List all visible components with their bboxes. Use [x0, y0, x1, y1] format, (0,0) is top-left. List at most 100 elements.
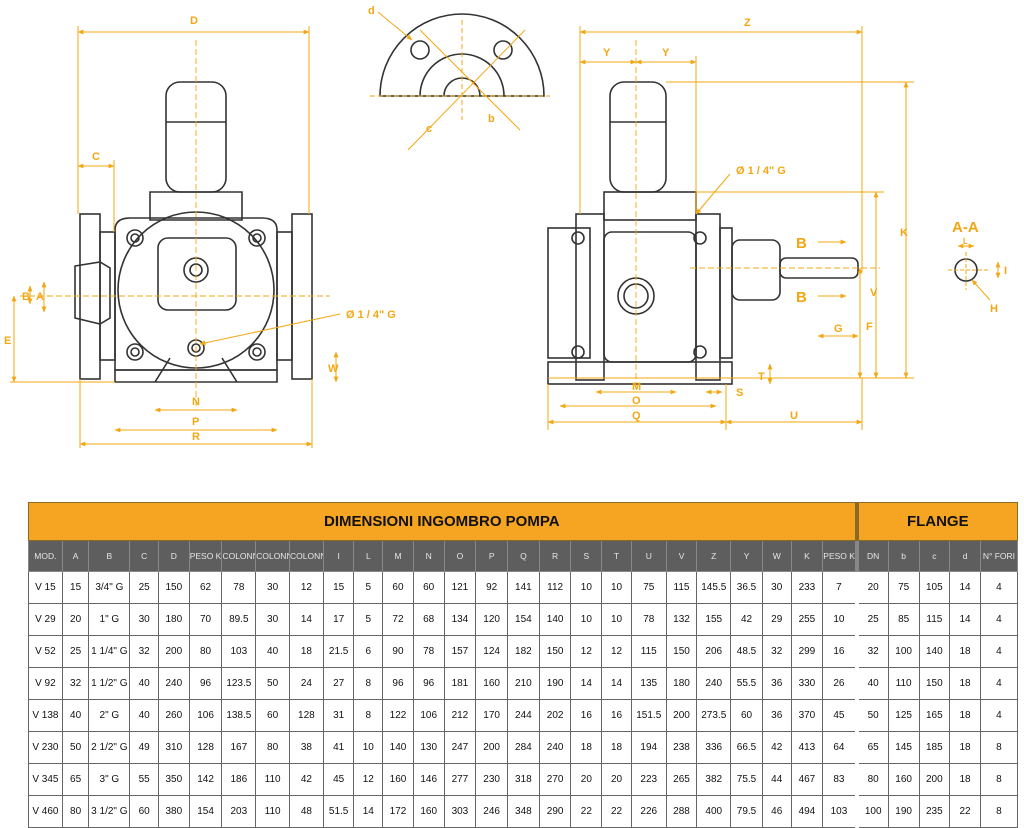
- column-header: COLONN.: [289, 540, 324, 572]
- dim-k-label: K: [900, 227, 908, 239]
- table-cell: 75: [630, 571, 667, 604]
- table-cell: 140: [382, 731, 414, 764]
- dim-a-label: A: [36, 291, 44, 303]
- column-header: B: [88, 540, 131, 572]
- column-header: T: [601, 540, 632, 572]
- table-cell: 310: [157, 731, 190, 764]
- table-cell: 2" G: [88, 699, 131, 732]
- table-cell: 128: [289, 699, 324, 732]
- table-cell: 50: [255, 667, 290, 700]
- front-centerlines: [20, 40, 330, 410]
- table-cell: 66.5: [730, 731, 763, 764]
- table-cell: 330: [790, 667, 824, 700]
- table-cell: 150: [665, 635, 698, 668]
- column-header: M: [382, 540, 414, 572]
- table-cell: 125: [887, 699, 920, 732]
- table-cell: 14: [949, 571, 981, 604]
- table-cell: 40: [129, 699, 159, 732]
- table-cell: 18: [570, 731, 603, 764]
- table-cell: 32: [761, 635, 792, 668]
- table-cell: 135: [630, 667, 667, 700]
- dim-d-label: D: [190, 15, 198, 27]
- table-cell: 32: [129, 635, 159, 668]
- table-cell: V 15: [28, 571, 63, 604]
- table-cell: 120: [475, 603, 509, 636]
- table-cell: 4: [979, 571, 1019, 604]
- table-title: DIMENSIONI INGOMBRO POMPA: [27, 502, 858, 541]
- table-cell: 12: [570, 635, 603, 668]
- table-cell: 26: [822, 667, 858, 700]
- table-cell: 14: [289, 603, 324, 636]
- table-cell: 240: [157, 667, 190, 700]
- column-header: O: [443, 540, 477, 572]
- table-cell: 85: [887, 603, 920, 636]
- table-cell: 72: [382, 603, 414, 636]
- table-cell: 180: [665, 667, 698, 700]
- table-cell: 240: [696, 667, 732, 700]
- table-cell: 22: [601, 795, 632, 828]
- table-cell: 15: [61, 571, 90, 604]
- table-cell: 181: [443, 667, 477, 700]
- column-header: PESO KG: [822, 540, 858, 572]
- table-cell: 115: [918, 603, 951, 636]
- table-cell: 18: [949, 731, 981, 764]
- table-cell: 1 1/4" G: [88, 635, 131, 668]
- table-cell: 78: [221, 571, 257, 604]
- table-cell: 8: [979, 731, 1019, 764]
- table-cell: 64: [822, 731, 858, 764]
- flange-b-label: b: [488, 113, 495, 125]
- table-cell: 80: [61, 795, 90, 828]
- table-cell: 132: [665, 603, 698, 636]
- dim-s-label: S: [736, 387, 743, 399]
- table-cell: 160: [412, 795, 445, 828]
- table-cell: V 460: [28, 795, 63, 828]
- table-cell: 18: [949, 667, 981, 700]
- table-cell: 273.5: [696, 699, 732, 732]
- table-cell: 18: [949, 635, 981, 668]
- table-cell: 494: [790, 795, 824, 828]
- table-cell: 78: [412, 635, 445, 668]
- table-cell: 14: [353, 795, 384, 828]
- table-cell: 202: [538, 699, 572, 732]
- table-cell: 151.5: [630, 699, 667, 732]
- column-header: Z: [696, 540, 732, 572]
- table-cell: 4: [979, 635, 1019, 668]
- column-header: MOD.: [28, 540, 63, 572]
- table-cell: 103: [822, 795, 858, 828]
- column-header: N: [412, 540, 445, 572]
- table-cell: 96: [188, 667, 223, 700]
- table-cell: 90: [382, 635, 414, 668]
- table-cell: 235: [918, 795, 951, 828]
- table-cell: 200: [665, 699, 698, 732]
- table-cell: 172: [382, 795, 414, 828]
- table-cell: 145: [887, 731, 920, 764]
- table-cell: 36.5: [730, 571, 763, 604]
- table-cell: 3/4" G: [88, 571, 131, 604]
- table-cell: 105: [918, 571, 951, 604]
- table-cell: 70: [188, 603, 223, 636]
- table-cell: 370: [790, 699, 824, 732]
- dim-u-label: U: [790, 410, 798, 422]
- column-header: Y: [730, 540, 763, 572]
- table-cell: 100: [854, 795, 889, 828]
- table-cell: V 230: [28, 731, 63, 764]
- column-header: L: [353, 540, 384, 572]
- dim-b-label: B: [22, 291, 30, 303]
- table-cell: 18: [601, 731, 632, 764]
- table-cell: 29: [761, 603, 792, 636]
- table-cell: 40: [854, 667, 889, 700]
- table-cell: 60: [255, 699, 290, 732]
- dim-r-label: R: [192, 431, 200, 443]
- table-cell: 140: [538, 603, 572, 636]
- table-cell: 10: [822, 603, 858, 636]
- column-header: S: [570, 540, 603, 572]
- table-cell: 21.5: [322, 635, 355, 668]
- table-cell: 7: [822, 571, 858, 604]
- table-cell: 115: [630, 635, 667, 668]
- motor-cylinder-side: [609, 81, 667, 193]
- dim-p-label: P: [192, 416, 199, 428]
